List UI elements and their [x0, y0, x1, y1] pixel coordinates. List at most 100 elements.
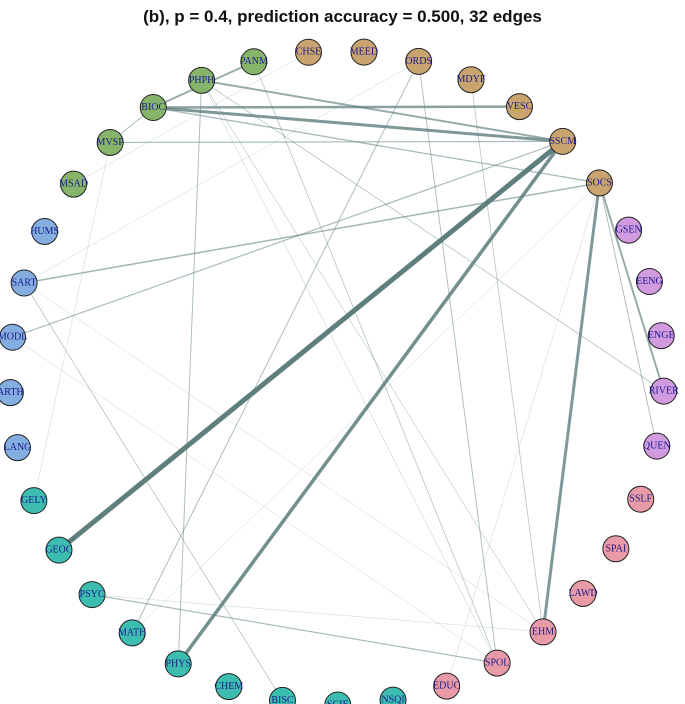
edge-sscm-modl [11, 140, 564, 338]
edge-ords-spol [418, 60, 498, 664]
node-label: BISC [271, 695, 294, 704]
node-ehm: EHM [529, 618, 557, 646]
edge-psyc-ehm [91, 594, 544, 633]
node-label: ARTH [0, 387, 24, 398]
node-label: SPAI [605, 543, 626, 554]
node-chem: CHEM [214, 673, 243, 701]
node-circle [379, 686, 407, 704]
node-label: HUMS [30, 226, 59, 237]
node-bioc: BIOC [139, 94, 167, 122]
node-label: GELY [21, 495, 47, 506]
node-circle [96, 128, 124, 156]
node-label: ENGE [648, 330, 675, 341]
node-gsen: GSEN [615, 216, 643, 244]
node-circle [529, 618, 557, 646]
node-label: LANG [4, 442, 32, 453]
node-label: EENG [636, 276, 663, 287]
edge-socs-sart [23, 182, 601, 284]
edge-vesc-bioc [151, 105, 521, 109]
node-circle [405, 47, 433, 75]
node-label: PANM [240, 56, 268, 67]
node-label: GSEN [616, 225, 642, 236]
node-circle [650, 377, 678, 405]
node-circle [139, 94, 167, 122]
node-spol: SPOL [483, 649, 511, 677]
edge-phph-phys [177, 79, 203, 665]
node-sart: SART [10, 269, 38, 297]
node-meed: MEED [350, 38, 378, 66]
node-circle [31, 217, 59, 245]
node-circle [615, 216, 643, 244]
edge-sscm-mvsp [109, 140, 564, 144]
chart-title: (b), p = 0.4, prediction accuracy = 0.50… [143, 7, 542, 26]
node-panm: PANM [240, 48, 268, 76]
node-circle [295, 38, 323, 66]
node-nsqi: NSQI [379, 686, 407, 704]
node-label: GEOC [45, 545, 73, 556]
node-circle [635, 268, 663, 296]
edge-socs-educ [446, 182, 600, 687]
edge-psyc-spol [91, 594, 498, 664]
node-label: PSYC [80, 589, 105, 600]
node-mvsp: MVSP [96, 128, 125, 156]
node-label: MEED [350, 47, 378, 58]
node-chse: CHSE [295, 38, 323, 66]
node-bisc: BISC [269, 686, 296, 704]
node-label: MATH [118, 627, 146, 638]
node-label: SCIE [327, 699, 349, 704]
node-scie: SCIE [324, 691, 352, 704]
node-circle [118, 619, 146, 647]
node-circle [240, 48, 268, 76]
node-circle [585, 169, 613, 197]
node-spai: SPAI [602, 535, 630, 563]
node-circle [457, 66, 485, 94]
node-enge: ENGE [647, 322, 675, 350]
node-label: MODL [0, 332, 27, 343]
node-educ: EDUC [433, 672, 461, 700]
node-gely: GELY [20, 487, 48, 515]
edge-socs-river [598, 181, 665, 393]
node-label: VESC [507, 101, 533, 112]
node-label: SSLF [629, 494, 652, 505]
node-circle [4, 434, 32, 462]
node-label: SPOL [485, 658, 509, 669]
node-sscm: SSCM [549, 127, 577, 155]
node-sslf: SSLF [627, 485, 655, 513]
node-label: QUEN [643, 441, 671, 452]
node-circle [78, 581, 106, 609]
node-river: RIVER [649, 377, 679, 405]
node-circle [20, 487, 48, 515]
node-circle [215, 673, 243, 701]
edge-sscm-phph [200, 79, 564, 143]
node-label: RIVER [649, 386, 679, 397]
node-eeng: EENG [635, 268, 663, 296]
edge-sscm-geoc [56, 138, 566, 553]
node-label: LAWD [568, 588, 597, 599]
node-circle [60, 170, 88, 198]
node-quen: QUEN [643, 432, 671, 460]
edge-phph-spol [201, 80, 498, 664]
node-msad: MSAD [59, 170, 88, 198]
node-label: EHM [532, 626, 554, 637]
node-label: BIOC [141, 102, 165, 113]
node-circle [350, 38, 378, 66]
node-hums: HUMS [30, 217, 59, 245]
node-label: CHEM [214, 681, 243, 692]
node-label: ORDS [405, 56, 432, 67]
node-label: MVSP [97, 137, 125, 148]
node-circle [647, 322, 675, 350]
node-modl: MODL [0, 323, 27, 351]
edge-modl-spol [12, 337, 498, 664]
node-circle [643, 432, 671, 460]
node-label: EDUC [433, 681, 461, 692]
edge-panm-spol [253, 61, 498, 664]
node-ords: ORDS [405, 47, 433, 75]
edge-sscm-phys [176, 139, 565, 666]
node-circle [45, 536, 73, 564]
node-geoc: GEOC [45, 536, 73, 564]
node-phph: PHPH [188, 66, 216, 94]
edge-mdyf-ehm [470, 79, 544, 633]
node-phys: PHYS [164, 650, 192, 678]
node-circle [483, 649, 511, 677]
